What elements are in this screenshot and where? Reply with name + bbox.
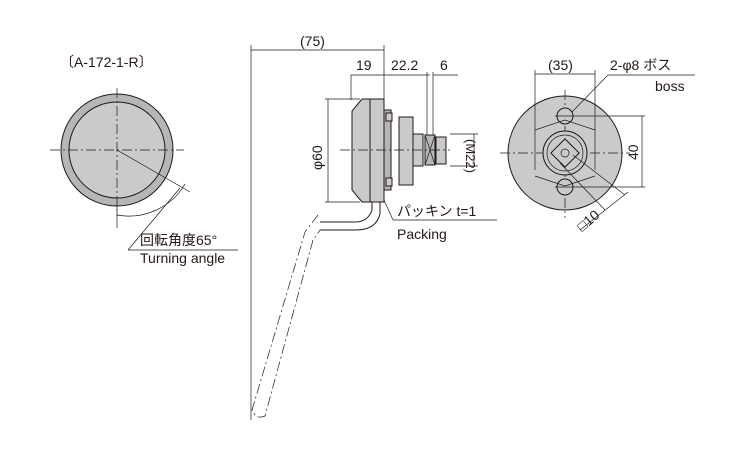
turning-angle-en: Turning angle [140,250,225,266]
handle-phantom [251,214,321,418]
turning-angle-jp: 回転角度65° [140,232,217,248]
bezel [351,98,371,203]
packing-jp: パッキン t=1 [397,203,477,219]
angle-arc [116,183,186,217]
dim-40: 40 [625,144,641,160]
square-drive [550,138,580,168]
side-view: (75) 19 22.2 6 φ60 (M22) [250,33,497,420]
model-label: 〔A-172-1-R〕 [60,54,153,70]
dim-thread: (M22) [463,139,478,173]
handle [320,202,373,223]
dim-overall: (75) [300,33,325,49]
rear-view: (35) 2-φ8 ボス boss 40 □10 [500,57,695,234]
dim-square: □10 [574,206,603,234]
front-view: 〔A-172-1-R〕 回転角度65° Turning angle [50,54,238,266]
dim-35: (35) [548,57,573,73]
dim-22-2: 22.2 [391,57,418,73]
dim-dia60: φ60 [309,145,325,170]
packing-en: Packing [397,226,447,242]
boss-jp: 2-φ8 ボス [610,57,671,73]
nut [398,116,414,186]
spindle [435,136,447,165]
boss-en: boss [655,78,685,94]
dim-19: 19 [356,57,372,73]
dim-6: 6 [440,57,448,73]
